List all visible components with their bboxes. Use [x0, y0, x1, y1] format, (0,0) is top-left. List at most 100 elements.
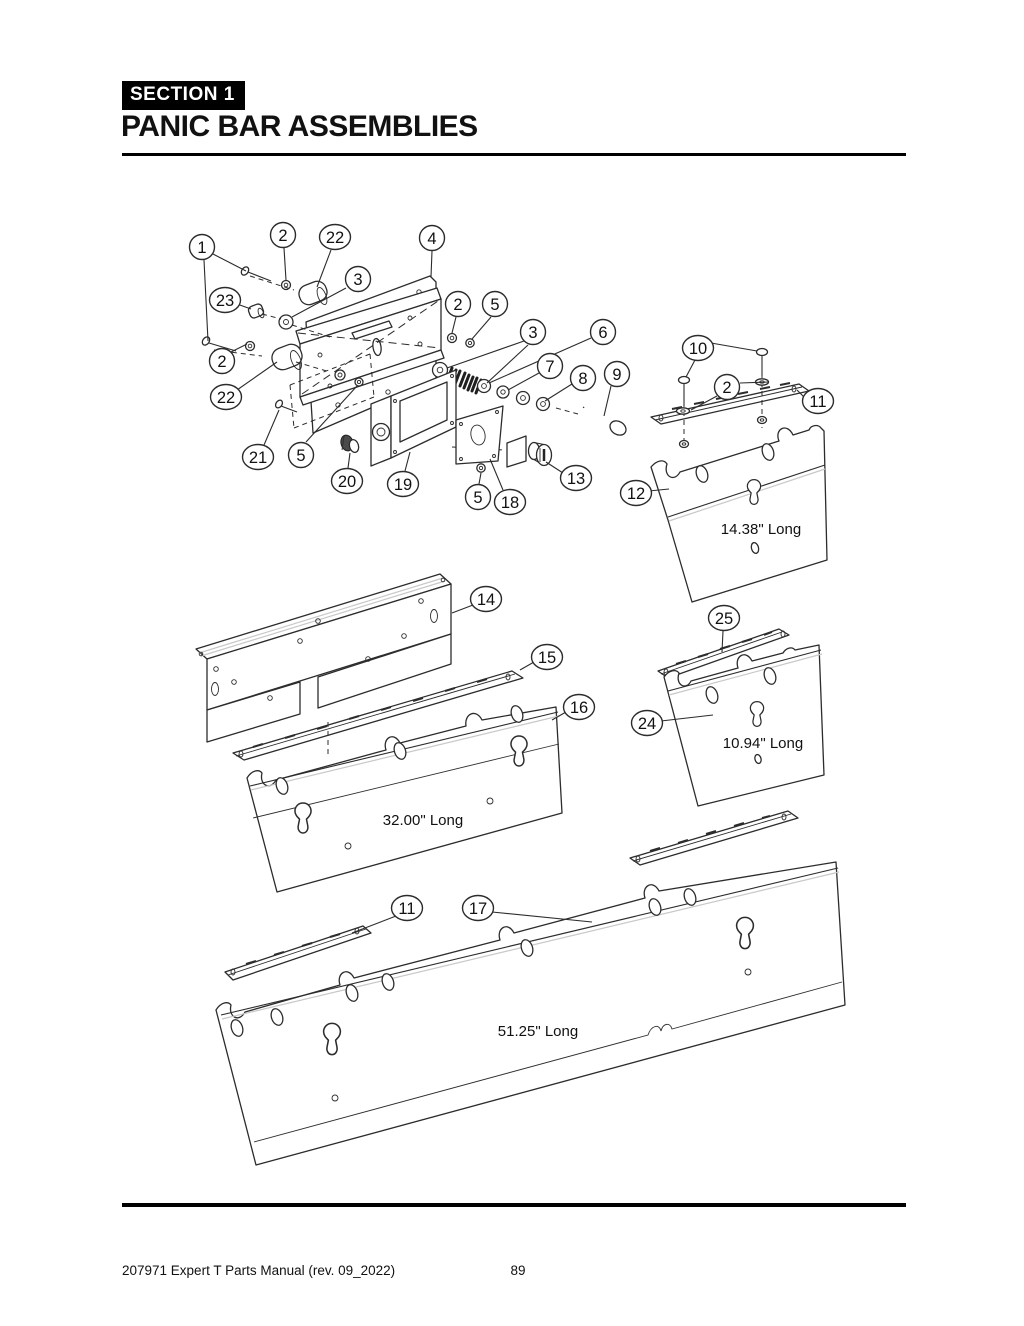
svg-text:22: 22	[217, 389, 235, 407]
callout-21: 21	[241, 443, 275, 471]
callout-5: 5	[287, 441, 315, 469]
callout-19: 19	[386, 470, 420, 498]
callout-8: 8	[569, 364, 597, 392]
callout-22: 22	[318, 223, 352, 251]
phantom-outline-dashed	[289, 353, 375, 429]
callout-16: 16	[562, 693, 596, 721]
carriage-bolt-part-9	[582, 406, 627, 436]
bushings-part-22	[271, 280, 328, 371]
mounting-rail-bottom-right	[629, 810, 799, 866]
svg-text:3: 3	[353, 271, 362, 289]
svg-text:13: 13	[567, 470, 585, 488]
mounting-rail-part-11-bottom	[224, 925, 372, 981]
panic-bar-plate-part-12	[650, 424, 828, 603]
nuts-part-5	[465, 338, 486, 473]
callout-4: 4	[418, 224, 446, 252]
svg-text:8: 8	[578, 370, 587, 388]
dimension-label: 14.38" Long	[721, 521, 801, 538]
svg-text:9: 9	[612, 366, 621, 384]
callout-18: 18	[493, 488, 527, 516]
housing-part-19	[370, 369, 457, 467]
svg-text:5: 5	[490, 296, 499, 314]
callout-3: 3	[344, 265, 372, 293]
mounting-bracket-part-14	[195, 573, 452, 743]
svg-text:14: 14	[477, 591, 495, 609]
spacer-part-23	[247, 303, 265, 319]
svg-text:17: 17	[469, 900, 487, 918]
svg-text:6: 6	[598, 324, 607, 342]
panic-bar-plate-part-16	[246, 703, 563, 893]
svg-text:25: 25	[715, 610, 733, 628]
panic-bar-plate-part-24	[663, 644, 825, 807]
svg-text:15: 15	[538, 649, 556, 667]
callout-6: 6	[589, 318, 617, 346]
channel-bracket-part-4	[295, 287, 445, 406]
washers-part-7-8	[476, 378, 551, 412]
svg-text:23: 23	[216, 292, 234, 310]
callout-leader-lines	[203, 247, 805, 934]
svg-text:20: 20	[338, 473, 356, 491]
callout-24: 24	[630, 709, 664, 737]
svg-text:10: 10	[689, 340, 707, 358]
callout-25: 25	[707, 604, 741, 632]
callout-13: 13	[559, 464, 593, 492]
svg-text:11: 11	[398, 900, 415, 918]
washers-part-3	[278, 314, 449, 379]
callout-9: 9	[603, 360, 631, 388]
cover-plate-part-18	[455, 405, 504, 465]
callout-2: 2	[269, 221, 297, 249]
callout-11: 11	[390, 894, 424, 922]
callout-22: 22	[209, 383, 243, 411]
svg-text:18: 18	[501, 494, 519, 512]
dimension-label-layer: 14.38" Long 10.94" Long 32.00" Long 51.25" …	[383, 521, 803, 1040]
mounting-rail-part-15	[232, 670, 524, 761]
svg-text:22: 22	[326, 229, 344, 247]
page-title: PANIC BAR ASSEMBLIES	[121, 110, 478, 143]
svg-text:2: 2	[278, 227, 287, 245]
callout-23: 23	[208, 286, 242, 314]
callout-14: 14	[469, 585, 503, 613]
dimension-label: 32.00" Long	[383, 812, 463, 829]
svg-text:1: 1	[197, 239, 206, 257]
callout-10: 10	[681, 334, 715, 362]
callout-12: 12	[619, 479, 653, 507]
dimension-label: 51.25" Long	[498, 1023, 578, 1040]
svg-text:11: 11	[809, 393, 826, 411]
carriage-bolts-part-10	[675, 347, 770, 449]
callout-20: 20	[330, 467, 364, 495]
callout-11: 11	[801, 387, 835, 415]
svg-text:16: 16	[570, 699, 588, 717]
svg-text:4: 4	[427, 230, 436, 248]
footer-rule	[122, 1203, 906, 1207]
svg-text:21: 21	[249, 449, 267, 467]
svg-text:12: 12	[627, 485, 645, 503]
svg-text:2: 2	[453, 296, 462, 314]
svg-text:2: 2	[722, 379, 731, 397]
footer-manual-info: 207971 Expert T Parts Manual (rev. 09_20…	[122, 1263, 396, 1278]
dimension-label: 10.94" Long	[723, 735, 803, 752]
callout-7: 7	[536, 352, 564, 380]
callout-15: 15	[530, 643, 564, 671]
callout-17: 17	[461, 894, 495, 922]
page-number: 89	[510, 1263, 526, 1278]
callout-2: 2	[208, 347, 236, 375]
header-rule	[122, 153, 906, 156]
callout-3: 3	[519, 318, 547, 346]
screw-part-21	[274, 399, 298, 413]
svg-text:24: 24	[638, 715, 656, 733]
callout-5: 5	[464, 483, 492, 511]
svg-text:5: 5	[473, 489, 482, 507]
plug-part-20	[340, 434, 360, 454]
panic-bar-plate-part-17	[215, 861, 846, 1166]
svg-text:3: 3	[528, 324, 537, 342]
svg-text:19: 19	[394, 476, 412, 494]
washers-part-2-top	[244, 279, 458, 352]
svg-text:7: 7	[545, 358, 554, 376]
callout-1: 1	[188, 233, 216, 261]
callout-2: 2	[444, 290, 472, 318]
lock-cylinder-part-13	[506, 435, 553, 468]
svg-text:2: 2	[217, 353, 226, 371]
